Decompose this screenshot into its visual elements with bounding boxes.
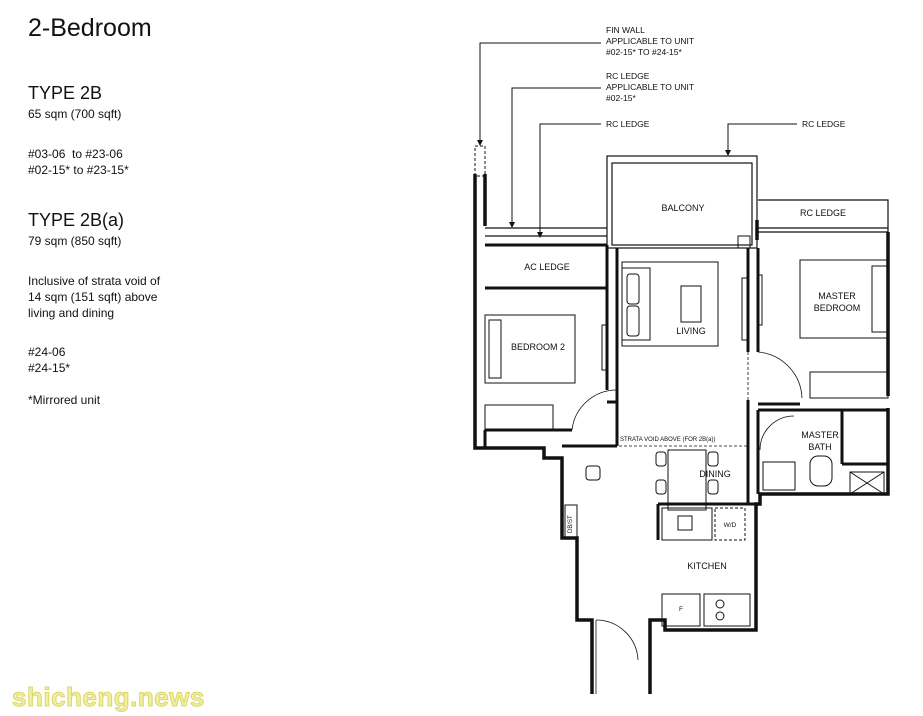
living-column [737,235,751,249]
mirrored-unit-note: *Mirrored unit [28,393,101,407]
hob-burner-2 [715,611,725,621]
sofa-cushion-top [626,273,640,305]
cooker-counter [703,593,751,627]
label-dining: DINING [699,469,731,479]
type-2b-units-line-2: #02-15* to #23-15* [28,163,129,177]
callout-fin-wall-line-1: FIN WALL [606,25,645,35]
db-st-chair [585,465,601,481]
master-window [757,274,763,326]
living-tv-console [741,277,749,341]
type-2ba-units-line-2: #24-15* [28,361,71,375]
label-kitchen: KITCHEN [687,561,727,571]
hob-burner-1 [715,599,725,609]
bedroom-2-wardrobe [484,404,554,431]
type-2b-units-line-1: #03-06 to #23-06 [28,147,123,161]
bedroom-2-window [601,324,608,371]
rc-ledge-outline [758,199,889,233]
master-wardrobe [809,371,889,399]
type-2ba-area: 79 sqm (850 sqft) [28,234,122,248]
sofa-cushion-bottom [626,305,640,337]
fin-wall-leader [479,42,601,144]
label-rc-ledge: RC LEDGE [800,208,846,218]
washer-dryer [714,507,746,541]
label-master-bedroom-line-1: MASTER [818,291,856,301]
toilet [809,455,833,487]
callout-rc-ledge-applicable-line-2: APPLICABLE TO UNIT [606,82,694,92]
shower [849,471,885,495]
label-balcony: BALCONY [661,203,704,213]
db-st-cabinet [564,504,578,539]
watermark: shicheng.news [12,682,205,713]
callout-rc-ledge-applicable-line-3: #02-15* [606,93,636,103]
rc-ledge-left-leader [539,123,601,236]
type-2ba-units-line-1: #24-06 [28,345,66,359]
balcony-inner-rail [611,162,753,246]
type-2b-area: 65 sqm (700 sqft) [28,107,122,121]
callout-rc-ledge-right: RC LEDGE [802,119,846,129]
callout-rc-ledge-left: RC LEDGE [606,119,650,129]
label-ac-ledge: AC LEDGE [524,262,570,272]
bedroom-2-bed [484,314,576,384]
type-2ba-note-line-3: living and dining [28,306,115,320]
label-bedroom-2: BEDROOM 2 [511,342,565,352]
label-master-bath-line-1: MASTER [801,430,839,440]
dining-chair-4 [707,479,719,495]
door-swings [571,351,803,694]
kitchen-sink [677,515,693,531]
type-2b-title: TYPE 2B [28,83,103,103]
callout-rc-ledge-applicable-line-1: RC LEDGE [606,71,650,81]
bedroom-2-pillow [488,319,502,379]
dining-chair-1 [655,451,667,467]
dining-chair-3 [707,451,719,467]
label-master-bath-line-2: BATH [808,442,831,452]
type-2ba-note-line-1: Inclusive of strata void of [28,274,161,288]
page-title: 2-Bedroom [28,14,152,42]
dining-table [667,449,707,511]
rc-ledge-applicable-leader [511,87,601,226]
strata-void-outline [616,247,749,447]
dining-chair-2 [655,479,667,495]
callout-fin-wall-line-3: #02-15* TO #24-15* [606,47,682,57]
label-wd: W/D [724,522,737,529]
type-2ba-title: TYPE 2B(a) [28,210,125,230]
callout-fin-wall-line-2: APPLICABLE TO UNIT [606,36,694,46]
bath-vanity [762,461,796,491]
leader-arrowheads [477,140,731,238]
label-strata-void: STRATA VOID ABOVE (FOR 2B(a)) [620,437,715,443]
type-2ba-note-line-2: 14 sqm (151 sqft) above [28,290,158,304]
master-bed-pillow [871,265,889,333]
label-fridge: F [679,606,683,613]
label-db-st: DB/ST [568,515,574,533]
balcony-outline [606,155,758,249]
fin-wall [474,145,486,177]
kitchen-sink-counter [661,507,713,541]
label-living: LIVING [676,326,706,336]
sofa [621,267,651,341]
fridge [661,593,701,627]
coffee-table [680,285,702,323]
rc-ledge-right-leader [727,123,797,154]
label-master-bedroom-line-2: BEDROOM [814,303,861,313]
